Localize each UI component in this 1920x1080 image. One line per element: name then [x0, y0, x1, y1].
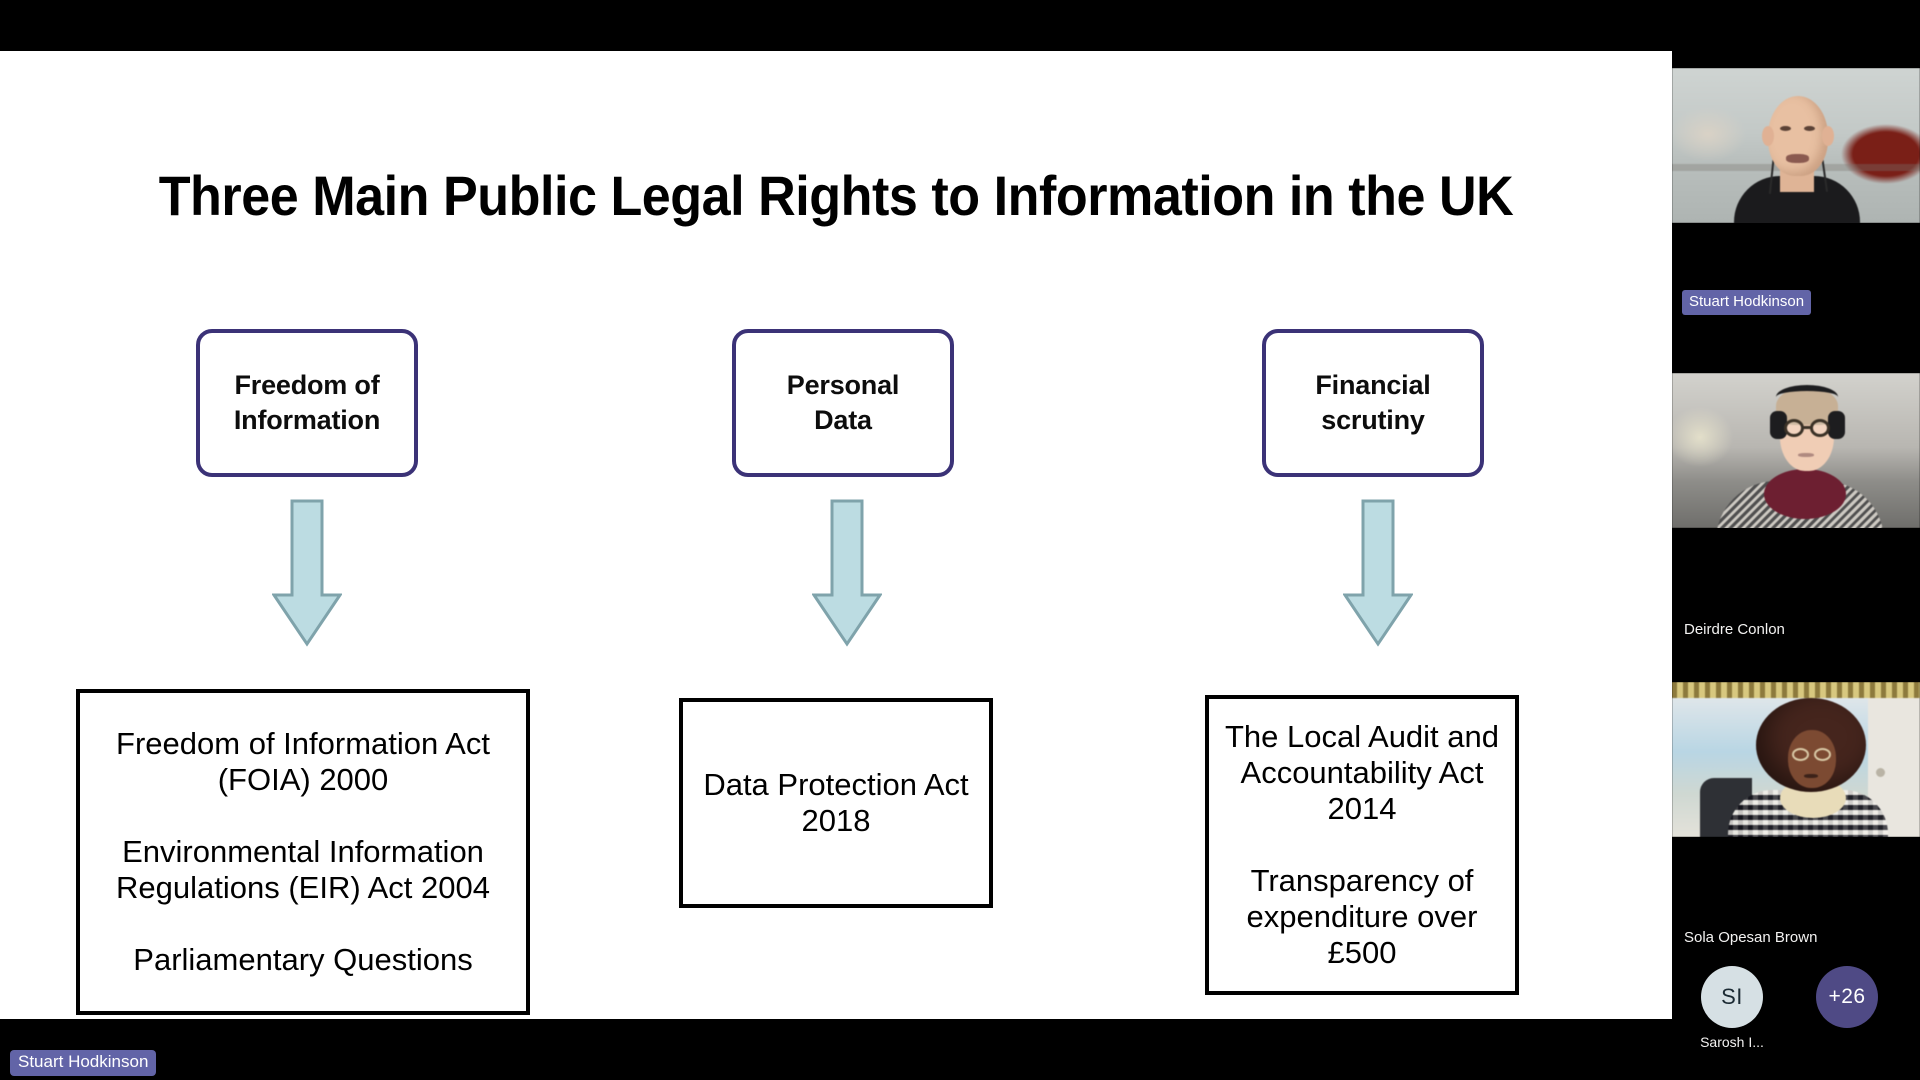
- participant-video: [1672, 373, 1920, 528]
- participant-rail: Stuart Hodkinson Deirdre Conlo: [1672, 0, 1920, 1080]
- down-arrow-icon-1: [272, 499, 342, 647]
- presentation-slide: Three Main Public Legal Rights to Inform…: [0, 51, 1672, 1019]
- participant-tile-sola-opesan-brown[interactable]: Sola Opesan Brown: [1672, 682, 1920, 958]
- overflow-participants-row: SI Sarosh I... +26: [1672, 958, 1920, 1080]
- legislation-box-local-audit: The Local Audit and Accountability Act 2…: [1205, 695, 1519, 995]
- overflow-count-badge[interactable]: +26: [1816, 966, 1878, 1028]
- participant-name-label: Stuart Hodkinson: [1682, 290, 1812, 315]
- down-arrow-icon-2: [812, 499, 882, 647]
- participant-tile-deirdre-conlon[interactable]: Deirdre Conlon: [1672, 373, 1920, 682]
- legislation-paragraph: Environmental Information Regulations (E…: [116, 834, 490, 905]
- concept-box-line-2: scrutiny: [1321, 405, 1425, 435]
- legislation-paragraph: The Local Audit and Accountability Act 2…: [1224, 719, 1500, 827]
- participant-video: [1672, 682, 1920, 837]
- down-arrow-icon-3: [1343, 499, 1413, 647]
- paragraph-spacer: [88, 906, 518, 942]
- concept-box-line-1: Financial: [1315, 370, 1431, 401]
- concept-box-line-1: Personal: [786, 370, 900, 401]
- paragraph-spacer: [88, 798, 518, 834]
- legislation-paragraph: Freedom of Information Act (FOIA) 2000: [116, 726, 490, 798]
- participant-name-label: Sola Opesan Brown: [1684, 929, 1818, 946]
- avatar-name-label: Sarosh I...: [1700, 1034, 1764, 1050]
- avatar-initials[interactable]: SI: [1701, 966, 1763, 1028]
- paragraph-spacer: [1217, 827, 1507, 863]
- legislation-paragraph: Data Protection Act 2018: [703, 767, 969, 838]
- concept-box-personal-data: Personal Data: [732, 329, 954, 477]
- participant-video: [1672, 68, 1920, 223]
- screen-share-stage[interactable]: Three Main Public Legal Rights to Inform…: [0, 51, 1672, 1028]
- presenter-name-badge: Stuart Hodkinson: [10, 1050, 157, 1076]
- legislation-box-foia: Freedom of Information Act (FOIA) 2000 E…: [76, 689, 530, 1015]
- concept-box-financial-scrutiny: Financial scrutiny: [1262, 329, 1484, 477]
- participant-name-label: Deirdre Conlon: [1684, 621, 1785, 638]
- legislation-paragraph: Parliamentary Questions: [133, 941, 473, 977]
- legislation-box-data-protection: Data Protection Act 2018: [679, 698, 993, 908]
- concept-box-line-2: Information: [233, 405, 381, 435]
- participant-tile-stuart-hodkinson[interactable]: Stuart Hodkinson: [1672, 68, 1920, 373]
- concept-box-freedom-of-information: Freedom of Information: [196, 329, 418, 477]
- slide-title: Three Main Public Legal Rights to Inform…: [158, 164, 1514, 227]
- concept-box-line-1: Freedom of: [234, 370, 380, 401]
- legislation-paragraph: Transparency of expenditure over £500: [1246, 862, 1478, 970]
- concept-box-line-2: Data: [814, 405, 872, 435]
